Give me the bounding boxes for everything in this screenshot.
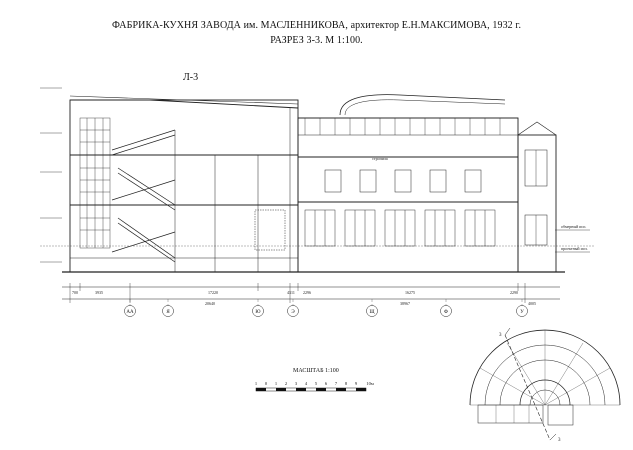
scale-title: МАСШТАБ 1:100 [293, 368, 339, 374]
axis-label: Ф [444, 310, 448, 315]
scale-tick: 10м [366, 381, 374, 386]
scale-tick: 8 [345, 381, 348, 386]
dim-label: 2296 [303, 290, 311, 295]
sheet-label: Л-3 [183, 72, 199, 83]
dim-label: 3935 [95, 290, 103, 295]
axis-label: Э [291, 310, 295, 315]
dim-label: 38967 [400, 301, 410, 306]
section-marker-top: 3 [499, 333, 502, 338]
floor-level-label: обмерный исп. [561, 224, 586, 229]
axis-label: АА [126, 310, 134, 315]
scale-tick: 2 [285, 381, 287, 386]
scale-tick: 1 [255, 381, 257, 386]
scale-tick: 9 [355, 381, 358, 386]
scale-tick: 5 [315, 381, 318, 386]
dim-label: 700 [72, 290, 78, 295]
building-section [40, 94, 595, 306]
section-marker-bottom: 3 [558, 438, 561, 443]
axis-label: Ю [255, 310, 260, 315]
dim-label: 16275 [405, 290, 415, 295]
stropila-label: стропила [372, 156, 388, 161]
dim-label: 4311 [287, 290, 295, 295]
scale-tick: 6 [325, 381, 328, 386]
level-markers [40, 87, 590, 263]
axis-label: У [520, 310, 524, 315]
scale-tick: 3 [295, 381, 298, 386]
axis-label: Щ [369, 310, 374, 315]
axis-markers [124, 305, 528, 317]
dim-label: 17220 [208, 290, 218, 295]
scale-tick: 1 [275, 381, 277, 386]
scale-bar: 1 0 1 2 3 4 5 6 7 8 9 10м [255, 381, 374, 392]
axis-labels: АА Я Ю Э Щ Ф У [126, 310, 524, 315]
design-level-label: проектный исп. [561, 246, 588, 251]
scale-tick: 4 [305, 381, 308, 386]
axis-label: Я [166, 310, 170, 315]
dim-label: 20640 [205, 301, 215, 306]
dim-label: 4005 [528, 301, 536, 306]
dim-label: 2290 [510, 290, 518, 295]
key-plan [469, 327, 621, 441]
drawing-title: ФАБРИКА-КУХНЯ ЗАВОДА им. МАСЛЕННИКОВА, а… [111, 20, 522, 31]
scale-tick: 7 [335, 381, 338, 386]
drawing-subtitle: РАЗРЕЗ 3-3. М 1:100. [270, 35, 363, 46]
scale-tick: 0 [265, 381, 268, 386]
dimension-labels: 700 3935 17220 4311 2296 16275 2290 2064… [72, 290, 536, 306]
